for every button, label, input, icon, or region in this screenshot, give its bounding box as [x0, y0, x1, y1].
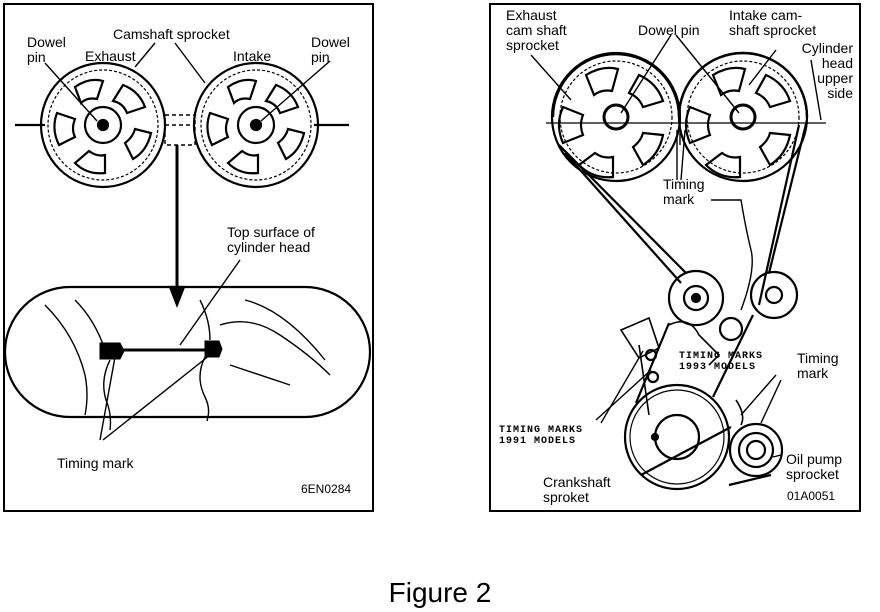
label-intake-cam-sprocket: Intake cam-shaft sprocket — [729, 7, 817, 38]
label-camshaft-sprocket: Camshaft sprocket — [113, 26, 230, 42]
figure-code-left: 6EN0284 — [301, 482, 352, 496]
exhaust-cam-sprocket — [550, 51, 682, 183]
intake-sprocket — [192, 61, 320, 189]
camshaft-alignment-drawing — [5, 42, 372, 441]
label-dowel-pin: Dowel pin — [638, 22, 700, 38]
label-exhaust: Exhaust — [85, 48, 136, 64]
cylinder-head-oval — [5, 285, 372, 431]
exhaust-sprocket — [39, 61, 167, 189]
label-timing-mark: Timing mark — [57, 455, 134, 471]
figure-caption: Figure 2 — [388, 577, 492, 608]
figure-code-right: 01A0051 — [787, 489, 836, 503]
label-intake: Intake — [233, 48, 272, 64]
timing-belt-drawing — [530, 34, 826, 491]
